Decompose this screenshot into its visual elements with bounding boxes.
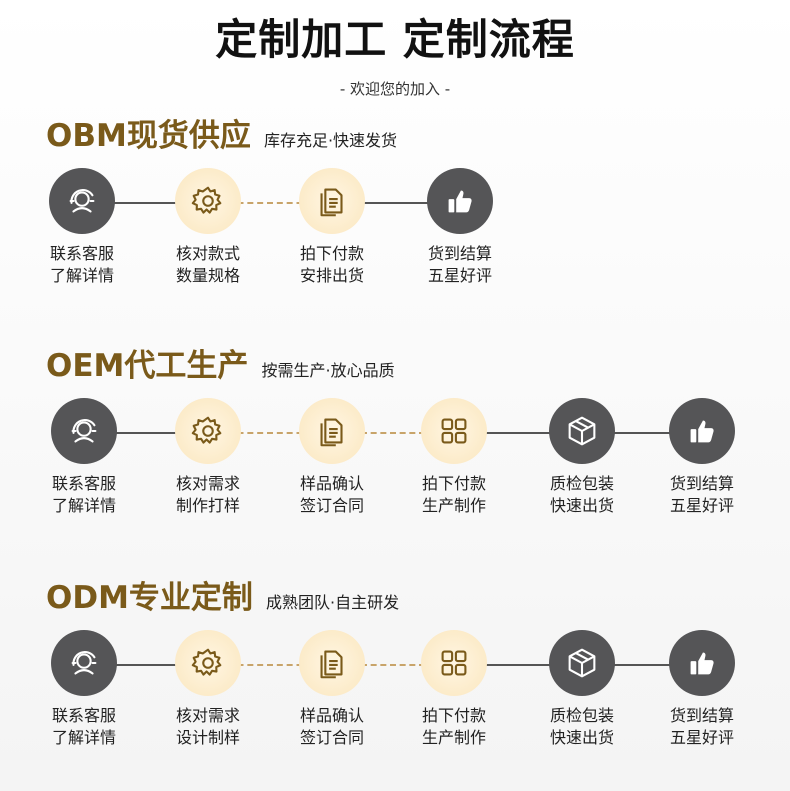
step-label-line2: 设计制样 — [175, 728, 240, 747]
step-label-line2: 生产制作 — [421, 496, 486, 515]
process-step: 货到结算五星好评 — [642, 630, 762, 749]
thumbs-up-icon — [448, 190, 472, 213]
step-label-line1: 质检包装 — [549, 474, 614, 493]
section-tagline: 库存充足·快速发货 — [263, 131, 398, 150]
step-label-line1: 拍下付款 — [299, 244, 364, 263]
connector-line — [332, 202, 460, 204]
step-label-line1: 样品确认 — [299, 474, 364, 493]
connector-line — [332, 664, 454, 666]
step-label-line1: 货到结算 — [669, 706, 734, 725]
step-label-line1: 样品确认 — [299, 706, 364, 725]
process-step: 核对款式数量规格 — [148, 168, 268, 287]
package-icon — [568, 416, 596, 446]
gear-icon — [191, 186, 222, 214]
connector-line — [84, 664, 208, 666]
document-icon — [320, 650, 343, 679]
customer-service-icon — [69, 189, 95, 213]
step-label-line1: 拍下付款 — [421, 706, 486, 725]
step-label-line2: 了解详情 — [49, 266, 114, 285]
process-step: 拍下付款生产制作 — [394, 398, 514, 517]
step-label-line2: 快速出货 — [549, 496, 614, 515]
process-step: 核对需求设计制样 — [148, 630, 268, 749]
page-title: 定制加工 定制流程 — [215, 15, 575, 64]
section-title: OEM代工生产 — [46, 348, 249, 384]
step-label-line1: 联系客服 — [51, 474, 116, 493]
step-label-line1: 货到结算 — [669, 474, 734, 493]
connector-line — [84, 432, 208, 434]
step-label-line1: 拍下付款 — [421, 474, 486, 493]
section-header: OEM代工生产 按需生产·放心品质 — [46, 340, 395, 385]
process-steps: 联系客服了解详情 核对需求设计制样 样品确认签订合同 拍下付款生产制作 质检包装… — [0, 630, 790, 760]
thumbs-up-icon — [690, 652, 714, 675]
connector-line — [332, 432, 454, 434]
step-label-line1: 联系客服 — [51, 706, 116, 725]
process-step: 样品确认签订合同 — [272, 630, 392, 749]
process-step: 联系客服了解详情 — [24, 398, 144, 517]
gear-icon — [191, 416, 222, 444]
page-subtitle: - 欢迎您的加入 - — [339, 80, 451, 98]
connector-line — [582, 432, 702, 434]
step-label-line1: 质检包装 — [549, 706, 614, 725]
package-icon — [568, 648, 596, 678]
section-tagline: 成熟团队·自主研发 — [266, 593, 400, 612]
step-label-line2: 安排出货 — [299, 266, 364, 285]
connector-line — [454, 664, 582, 666]
process-step: 拍下付款安排出货 — [272, 168, 392, 287]
connector-line — [454, 432, 582, 434]
section-header: ODM专业定制 成熟团队·自主研发 — [46, 572, 399, 617]
section-header: OBM现货供应 库存充足·快速发货 — [46, 110, 397, 155]
process-step: 货到结算五星好评 — [642, 398, 762, 517]
step-label-line1: 核对需求 — [175, 706, 240, 725]
grid-icon — [441, 650, 467, 676]
step-label-line2: 生产制作 — [421, 728, 486, 747]
step-label-line1: 核对款式 — [175, 244, 240, 263]
step-label-line2: 了解详情 — [51, 496, 116, 515]
process-step: 货到结算五星好评 — [400, 168, 520, 287]
step-label-line2: 了解详情 — [51, 728, 116, 747]
step-label-line1: 货到结算 — [427, 244, 492, 263]
gear-icon — [191, 648, 222, 676]
connector-line — [208, 664, 332, 666]
process-step: 质检包装快速出货 — [522, 630, 642, 749]
customer-service-icon — [71, 419, 97, 443]
document-icon — [320, 188, 343, 217]
thumbs-up-icon — [690, 420, 714, 443]
document-icon — [320, 418, 343, 447]
step-label-line1: 联系客服 — [49, 244, 114, 263]
step-label-line2: 签订合同 — [299, 496, 364, 515]
section-tagline: 按需生产·放心品质 — [261, 361, 395, 380]
grid-icon — [441, 418, 467, 444]
process-step: 拍下付款生产制作 — [394, 630, 514, 749]
connector-line — [582, 664, 702, 666]
process-step: 质检包装快速出货 — [522, 398, 642, 517]
step-label-line2: 五星好评 — [427, 266, 492, 285]
step-label-line2: 快速出货 — [549, 728, 614, 747]
section-title: ODM专业定制 — [46, 580, 253, 616]
connector-line — [82, 202, 208, 204]
step-label-line2: 五星好评 — [669, 728, 734, 747]
step-label-line2: 五星好评 — [669, 496, 734, 515]
connector-line — [208, 202, 332, 204]
process-step: 联系客服了解详情 — [22, 168, 142, 287]
step-label-line2: 制作打样 — [175, 496, 240, 515]
step-label-line2: 签订合同 — [299, 728, 364, 747]
customer-service-icon — [71, 651, 97, 675]
process-step: 联系客服了解详情 — [24, 630, 144, 749]
step-label-line2: 数量规格 — [175, 266, 240, 285]
section-title: OBM现货供应 — [46, 118, 251, 154]
process-steps: 联系客服了解详情 核对款式数量规格 拍下付款安排出货 货到结算五星好评 — [0, 168, 790, 298]
process-step: 样品确认签订合同 — [272, 398, 392, 517]
process-step: 核对需求制作打样 — [148, 398, 268, 517]
process-steps: 联系客服了解详情 核对需求制作打样 样品确认签订合同 拍下付款生产制作 质检包装… — [0, 398, 790, 528]
connector-line — [208, 432, 332, 434]
step-label-line1: 核对需求 — [175, 474, 240, 493]
